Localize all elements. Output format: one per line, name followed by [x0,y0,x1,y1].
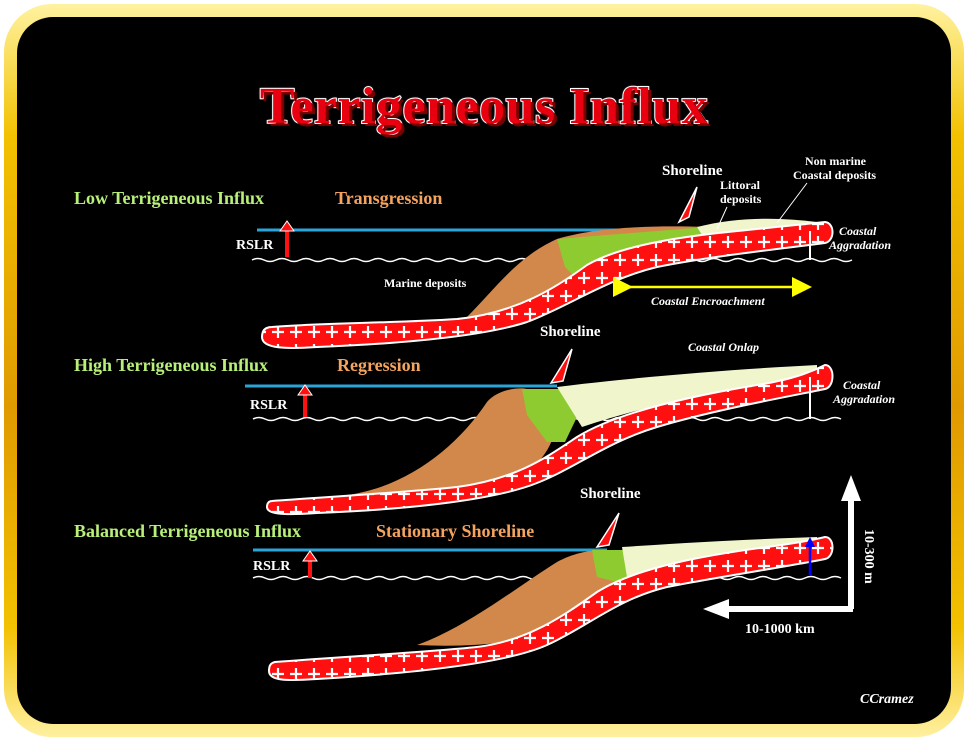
regression-label: Regression [337,355,421,375]
vertical-scale-label: 10-300 m [861,529,876,584]
rslr-label-3: RSLR [253,559,291,574]
nonmarine-deposits-wedge-2 [557,365,817,427]
onlap-label: Coastal Onlap [688,340,759,354]
slide-panel: Terrigeneous Influx Low Terrigeneous Inf… [17,17,951,724]
rslr-arrow-head-3 [302,550,318,562]
marine-deposits-wedge-2 [347,388,557,495]
transgression-label: Transgression [335,188,442,208]
diagram-canvas: Low Terrigeneous Influx Transgression RS… [74,154,914,707]
shoreline-pointer-3 [595,512,620,549]
balanced-influx-label: Balanced Terrigeneous Influx [74,521,301,541]
aggradation-label-1b: Aggradation [828,238,891,252]
stationary-shoreline-label: Stationary Shoreline [376,521,534,541]
vertical-scale-head [841,475,861,501]
basement-crosses [262,222,833,348]
rslr-arrow-head-2 [297,384,313,396]
basement-crosses-2 [267,365,833,515]
section-balanced-influx: Balanced Terrigeneous Influx Stationary … [74,486,842,681]
littoral-label-line1: Littoral [720,178,761,192]
aggradation-arrow-3 [805,537,815,547]
rslr-arrow-head-1 [279,220,295,232]
aggradation-label-2b: Aggradation [832,392,895,406]
shoreline-label-2: Shoreline [540,324,601,340]
aggradation-label-2a: Coastal [843,378,881,392]
nonmarine-label-line2: Coastal deposits [793,168,876,182]
aggradation-label-1a: Coastal [839,224,877,238]
basement-crosses-3 [269,537,833,681]
section-low-influx: Low Terrigeneous Influx Transgression RS… [74,154,891,349]
horizontal-scale-label: 10-1000 km [745,622,815,637]
page-title: Terrigeneous Influx [259,77,709,136]
rslr-label-2: RSLR [250,398,288,413]
encroachment-label: Coastal Encroachment [651,294,765,308]
shoreline-label-3: Shoreline [580,486,641,502]
littoral-deposits-wedge [557,227,737,279]
rslr-label-1: RSLR [236,238,274,253]
high-influx-label: High Terrigeneous Influx [74,355,268,375]
shoreline-pointer-1 [677,186,698,224]
shoreline-pointer-2 [549,348,573,385]
marine-label: Marine deposits [384,276,467,290]
section-high-influx: High Terrigeneous Influx Regression RSLR… [74,324,895,516]
horizontal-scale-head [703,599,729,619]
nonmarine-leader [776,182,808,224]
low-influx-label: Low Terrigeneous Influx [74,188,264,208]
shoreline-label-1: Shoreline [662,163,723,179]
littoral-leader [716,206,728,230]
littoral-deposits-wedge-3 [592,550,629,582]
credit-label: CCramez [860,692,914,707]
scale-arrows: 10-300 m 10-1000 km [703,475,876,637]
littoral-deposits-wedge-2 [522,389,577,442]
littoral-label-line2: deposits [720,192,762,206]
nonmarine-label-line1: Non marine [805,154,867,168]
